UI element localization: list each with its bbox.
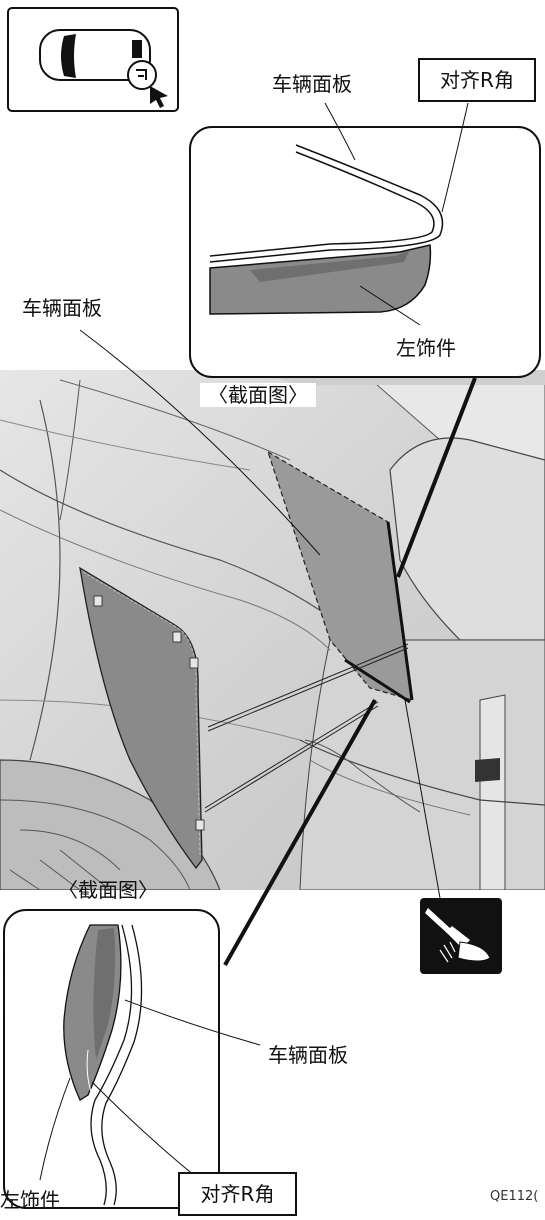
vehicle-locator-icon: [7, 7, 179, 112]
left-trim-label-bottom: 左饰件: [0, 1188, 60, 1212]
left-trim-piece: [79, 566, 205, 870]
align-r-corner-label-bottom: 对齐R角: [178, 1172, 297, 1216]
panel-edge: [386, 521, 414, 701]
vehicle-panel-label-top: 车辆面板: [272, 72, 352, 96]
bottom-section-inset: [3, 909, 261, 1209]
vehicle-panel-area: [266, 450, 413, 701]
section-view-label-top: 〈截面图〉: [200, 383, 316, 407]
vehicle-panel-label-bottom: 车辆面板: [268, 1043, 348, 1067]
figure-code: QE112(: [490, 1189, 539, 1204]
clip: [189, 657, 199, 669]
section-view-label-bottom: 〈截面图〉: [58, 878, 158, 902]
clip: [172, 631, 182, 643]
vehicle-body-scene: [0, 370, 545, 890]
clip: [195, 819, 205, 831]
clip: [93, 595, 103, 607]
vehicle-panel-label-left: 车辆面板: [22, 296, 102, 320]
top-section-inset: [189, 102, 541, 378]
align-r-corner-label-top: 对齐R角: [418, 58, 536, 102]
left-trim-label-top: 左饰件: [396, 336, 456, 360]
adhesive-applicator-icon: [420, 898, 502, 974]
